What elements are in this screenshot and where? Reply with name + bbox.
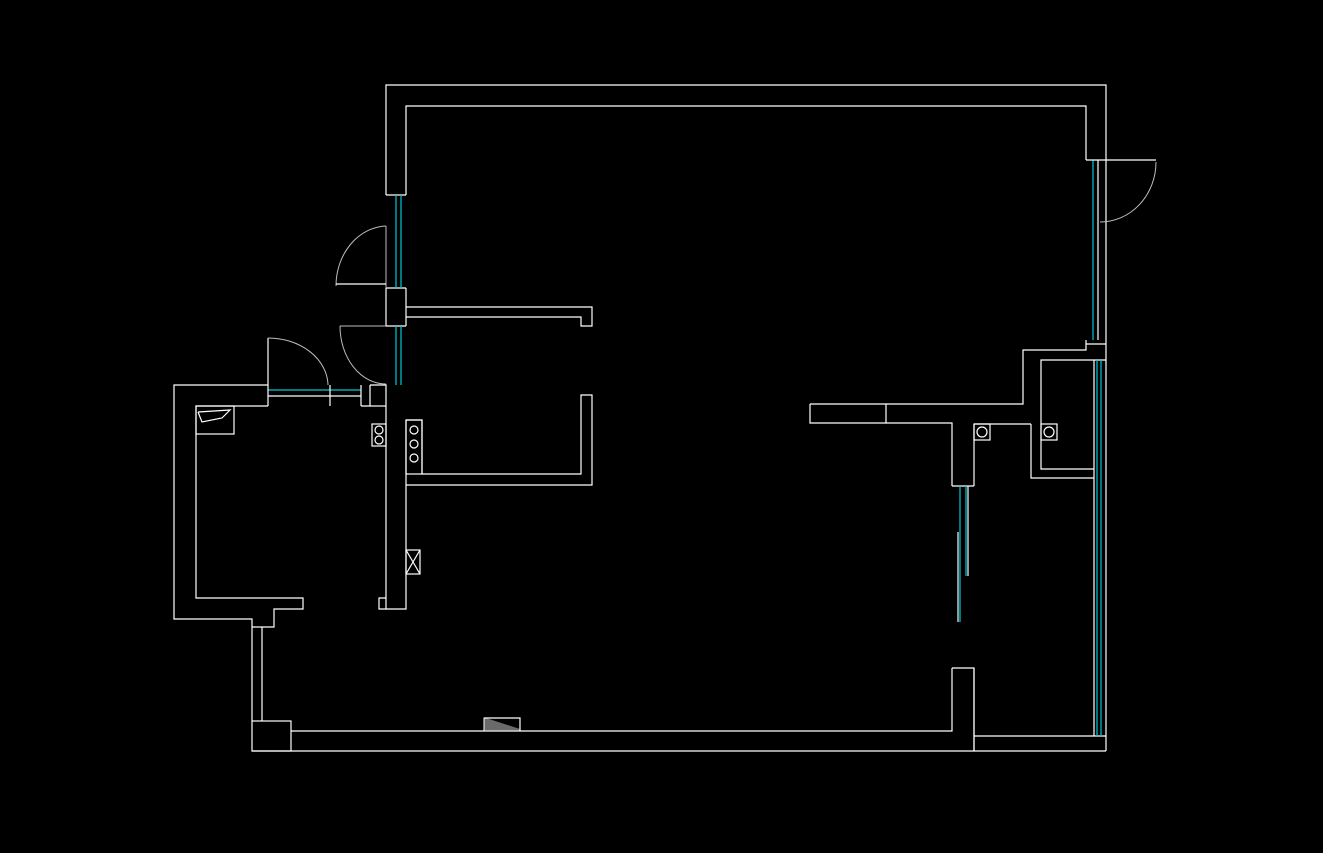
outer-walls [173, 84, 1107, 752]
vent-icon [405, 549, 421, 575]
windows [267, 159, 1106, 736]
wall-top-outer [385, 84, 1107, 344]
floor-drain-icon [973, 423, 1058, 441]
wall-right-inner-step [886, 340, 1087, 405]
interior-walls [361, 287, 975, 610]
sink-icon [195, 405, 235, 435]
stove-icon [405, 419, 423, 475]
floor-drain-icon [371, 423, 387, 447]
doors [267, 159, 1157, 406]
fixtures [195, 405, 1058, 732]
column-icon [251, 720, 292, 752]
wall-top-inner [405, 105, 1087, 195]
